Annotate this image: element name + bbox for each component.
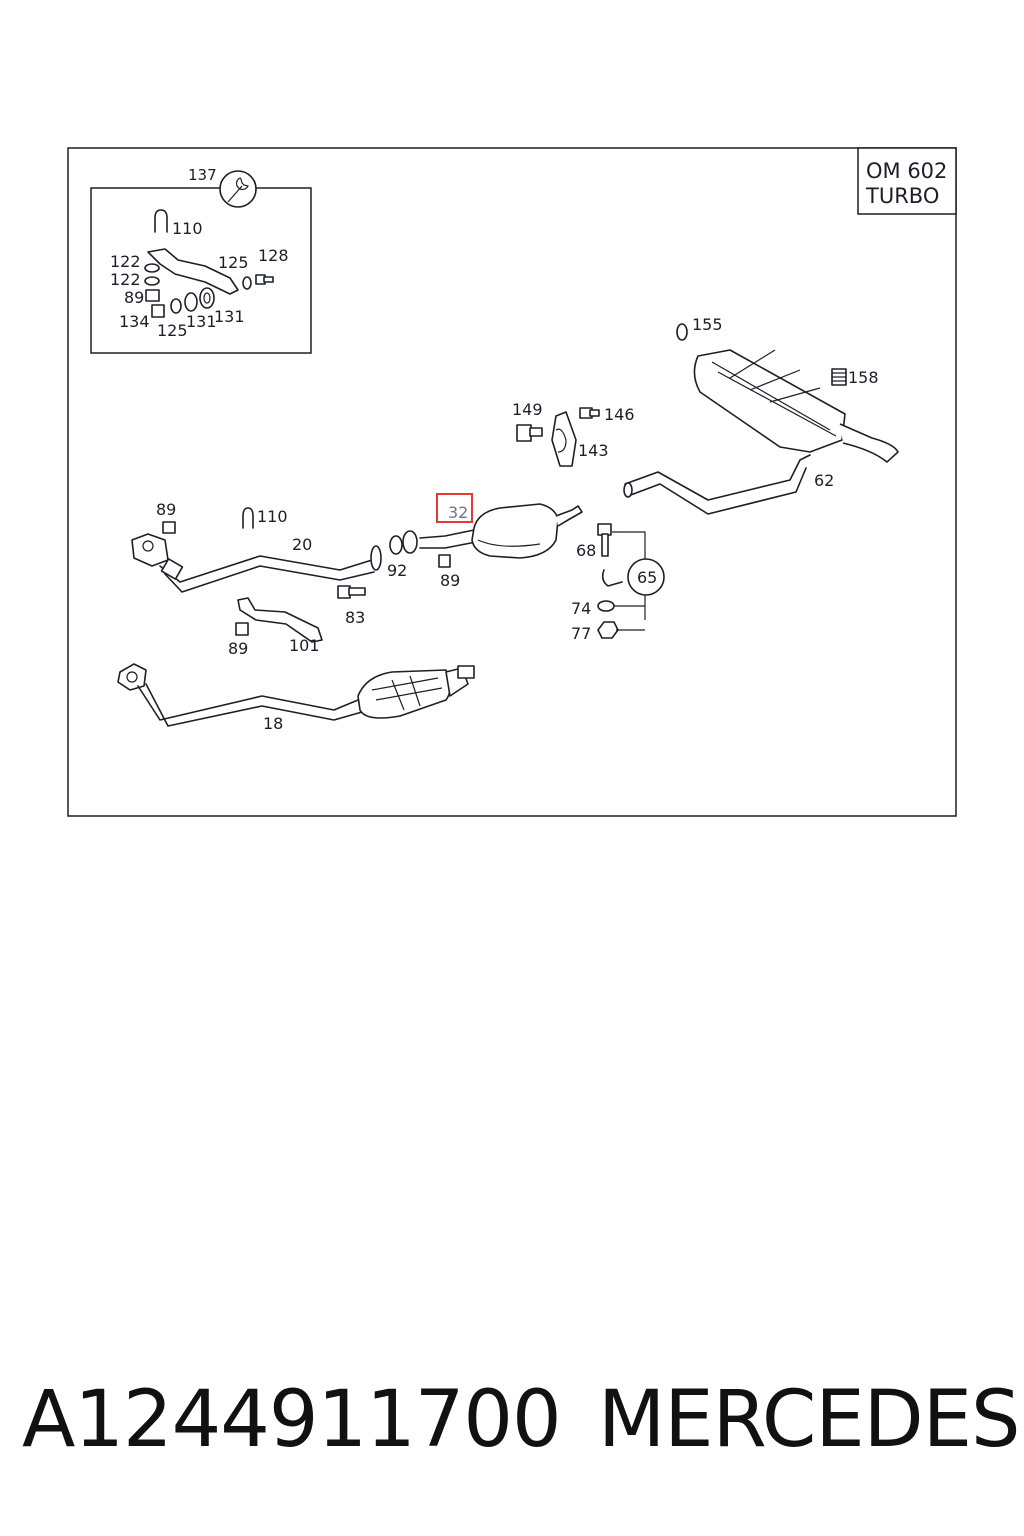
callout-92: 92	[387, 561, 407, 580]
engine-label-line1: OM 602	[866, 159, 947, 183]
callout-89-mid: 89	[440, 571, 460, 590]
brand-name: MERCEDES	[598, 1375, 1020, 1465]
exhaust-system-diagram: OM 602 TURBO 137 110 125 128 122 122 89	[67, 147, 957, 817]
callout-134: 134	[119, 312, 150, 331]
part-number: A1244911700	[22, 1375, 562, 1465]
engine-label-box: OM 602 TURBO	[857, 147, 957, 215]
callout-83: 83	[345, 608, 365, 627]
callout-18: 18	[263, 714, 283, 733]
highlighted-part-box[interactable]	[436, 493, 473, 523]
rubber-mount-158	[831, 368, 847, 386]
callout-68: 68	[576, 541, 596, 560]
callout-128: 128	[258, 246, 289, 265]
callout-125-bottom: 125	[157, 321, 188, 340]
catalytic-converter-pipe-18: 18	[117, 663, 475, 733]
callout-143: 143	[578, 441, 609, 460]
callout-125-top: 125	[218, 253, 249, 272]
callout-74: 74	[571, 599, 591, 618]
callout-89-left: 89	[156, 500, 176, 519]
callout-89-inset: 89	[124, 288, 144, 307]
callout-89-bottom: 89	[228, 639, 248, 658]
callout-62: 62	[814, 471, 834, 490]
clamp-assembly-65: 68 74 77 65	[571, 523, 665, 643]
diagram-frame	[67, 147, 957, 817]
callout-65: 65	[637, 568, 657, 587]
callout-101: 101	[289, 636, 320, 655]
callout-110: 110	[257, 507, 288, 526]
hanger-143: 149 146 143	[512, 400, 635, 467]
callout-32[interactable]: 32	[448, 503, 468, 522]
part-footer: A1244911700 MERCEDES	[0, 1375, 1024, 1465]
callout-158: 158	[848, 368, 879, 387]
callout-110-inset: 110	[172, 219, 203, 238]
callout-77: 77	[571, 624, 591, 643]
rear-silencer-62: 155 62 158	[623, 315, 899, 515]
callout-20: 20	[292, 535, 312, 554]
intermediate-silencer-32: 89 32	[419, 493, 583, 590]
callout-122b: 122	[110, 270, 141, 289]
callout-131b: 131	[214, 307, 245, 326]
wrench-icon	[219, 170, 257, 208]
callout-149: 149	[512, 400, 543, 419]
callout-146: 146	[604, 405, 635, 424]
callout-137: 137	[188, 166, 217, 184]
engine-label-line2: TURBO	[865, 184, 939, 208]
callout-122a: 122	[110, 252, 141, 271]
mounting-kit-inset: 137 110 125 128 122 122 89 134 125 131 1…	[90, 166, 312, 354]
callout-155: 155	[692, 315, 723, 334]
callout-131a: 131	[186, 312, 217, 331]
front-pipe-20: 20 89 110 92 83 101 89	[131, 500, 418, 658]
